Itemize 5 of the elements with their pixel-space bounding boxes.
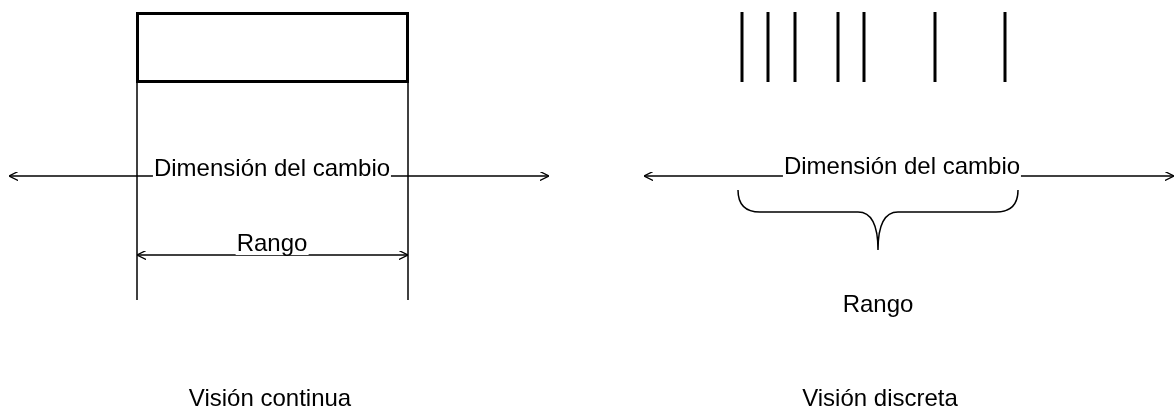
diagram-label: Dimensión del cambio [782, 154, 1022, 178]
diagram-label: Rango [235, 231, 309, 255]
diagram-label: Dimensión del cambio [152, 156, 392, 180]
range-rectangle [136, 12, 409, 83]
diagram-label: Rango [841, 292, 915, 316]
